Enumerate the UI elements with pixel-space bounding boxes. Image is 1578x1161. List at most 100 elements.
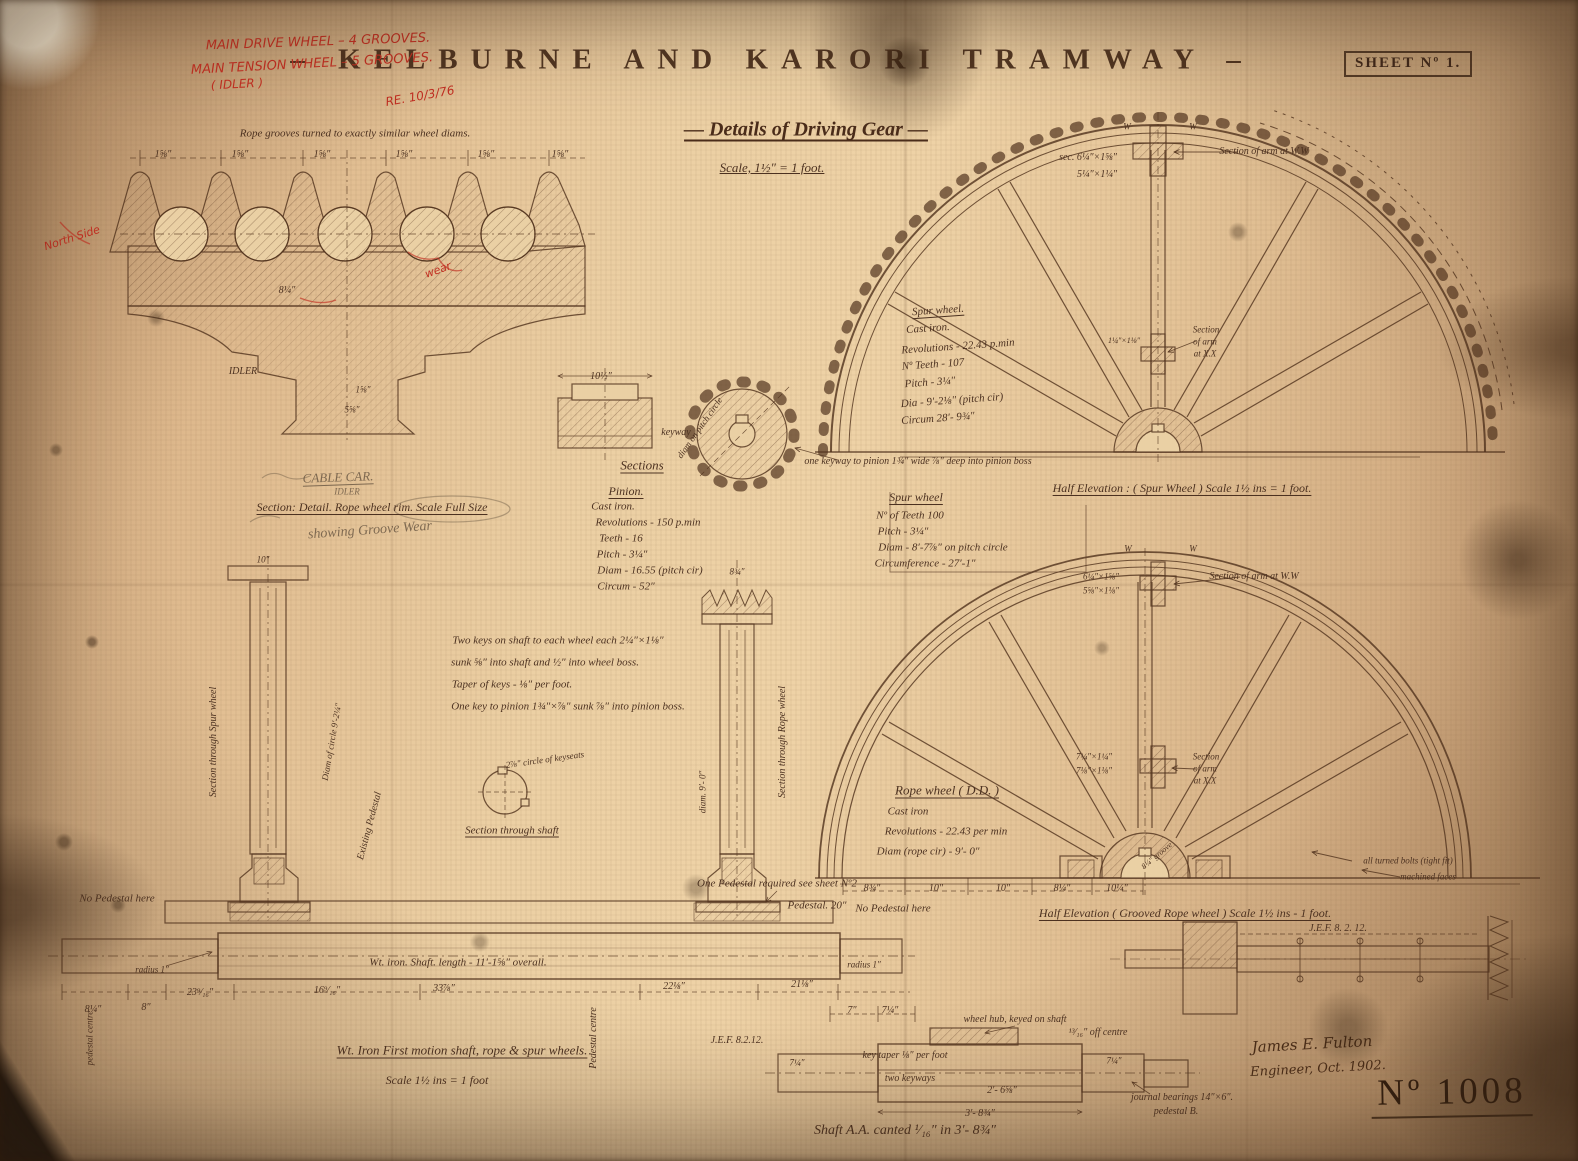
- caption-first-motion-scale: Scale 1½ ins = 1 foot: [385, 1073, 489, 1087]
- dim-radius-right: radius 1″: [847, 959, 881, 970]
- spur-data-rev: Revolutions - 22.43 p.min: [901, 336, 1015, 357]
- rope-xx-dim1: 7¼″×1¼″: [1075, 751, 1113, 762]
- label-pedestal-centre: Pedestal centre: [588, 1007, 599, 1069]
- rope-arm-ww-label: Section of arm at W.W: [1209, 571, 1299, 582]
- pencil-idler: IDLER: [334, 486, 360, 497]
- rope-arm-dim1: 6¼″×1⅝″: [1082, 571, 1120, 582]
- shaft-dim-4: 16⁹⁄₁₆″: [313, 985, 341, 996]
- shaft-dim-5: 33⅞″: [433, 983, 455, 994]
- note-turned-bolts: all turned bolts (tight fit): [1363, 855, 1453, 866]
- rope-xx-line1: Section: [1192, 751, 1220, 762]
- rope-data-diam: Diam (rope cir) - 9′- 0″: [876, 845, 980, 858]
- aa-key-taper: key taper ⅛″ per foot: [862, 1050, 948, 1061]
- rope-xx-dim2: 7⅛″×1⅛″: [1075, 765, 1113, 776]
- aa-dim-3-8: 3′- 8¾″: [965, 1108, 995, 1119]
- spur-arm-sec-dim1: sec. 6¼″×1⅝″: [1059, 152, 1117, 163]
- spur-data-dia: Dia - 9′-2⅛″ (pitch cir): [900, 390, 1004, 411]
- spur-arm-sec-dim2: 5¼″×1¼″: [1076, 169, 1118, 180]
- note-keys-3: Taper of keys - ⅛″ per foot.: [451, 678, 573, 691]
- dim-web-2: 5⅝″: [344, 404, 360, 415]
- caption-shaft-aa: Shaft A.A. canted ¹⁄₁₆″ in 3′- 8¾″: [814, 1123, 996, 1138]
- caption-shaft-section: Section through shaft: [465, 824, 559, 837]
- red-wear-note: wear: [423, 259, 453, 281]
- note-keys-1: Two keys on shaft to each wheel each 2¼″…: [452, 634, 664, 647]
- shaft-dim-6: 22⅛″: [663, 981, 685, 992]
- spur-data-pitch: Pitch - 3¼″: [904, 374, 956, 391]
- note-keyseats: 2⅞″ circle of keyseats: [505, 749, 585, 770]
- dim-web-1: 1⅝″: [355, 384, 371, 395]
- aa-dim-7q-top: 7¼″: [881, 1005, 899, 1016]
- spur-data-material: Cast iron.: [905, 320, 951, 337]
- spur-table-teeth: Nº of Teeth 100: [876, 509, 944, 522]
- aa-two-keyways: two keyways: [884, 1073, 936, 1084]
- dim-groove-pitch-3: 1⅝″: [313, 149, 331, 160]
- spur-w-left: W: [1123, 121, 1131, 132]
- rope-w-right: W: [1189, 543, 1197, 554]
- rope-xx-line3: at X.X: [1193, 775, 1217, 786]
- spur-xx-line3: at X.X: [1193, 348, 1217, 359]
- aa-dim-2-6: 2′- 6⅝″: [987, 1085, 1017, 1096]
- heading-sections: Sections: [620, 457, 664, 473]
- pinion-teeth: Teeth - 16: [599, 532, 643, 545]
- dim-rim-width: 8¼″: [278, 285, 296, 296]
- pinion-material: Cast iron.: [591, 500, 635, 513]
- shaft-dim-3: 23⁹⁄₁₆″: [186, 987, 214, 998]
- caption-rope-elev: Half Elevation ( Grooved Rope wheel ) Sc…: [1038, 906, 1332, 920]
- label-pedestal-centre-left: pedestal centre: [84, 1010, 95, 1066]
- col-rope-label: Section through Rope wheel: [777, 685, 788, 799]
- aa-dim-7: 7″: [847, 1005, 857, 1016]
- pinion-pitch: Pitch - 3¼″: [596, 548, 648, 561]
- spur-table-pitch: Pitch - 3¼″: [877, 525, 929, 538]
- col-rope-topdim: 8¾″: [729, 566, 745, 577]
- spur-data-circum: Circum 28′- 9¾″: [900, 409, 976, 428]
- dim-groove-pitch-5: 1⅝″: [477, 149, 495, 160]
- spur-data-teeth: Nº Teeth - 107: [901, 356, 965, 373]
- rope-w-left: W: [1124, 543, 1132, 554]
- rope-dim-1: 8¾″: [863, 883, 881, 894]
- note-one-pedestal: One Pedestal required see sheet Nº2: [697, 877, 857, 890]
- label-no-pedestal-right: No Pedestal here: [855, 902, 931, 915]
- spur-table-circ: Circumference - 27′-1″: [874, 557, 976, 570]
- label-idler: IDLER: [228, 366, 258, 377]
- dim-groove-pitch-1: 1⅝″: [154, 149, 172, 160]
- spur-xx-line1: Section: [1192, 324, 1220, 335]
- spur-xx-line2: of arm: [1193, 336, 1217, 347]
- aa-dim-7q-left: 7¼″: [789, 1057, 805, 1068]
- rope-xx-line2: of arm: [1193, 763, 1217, 774]
- spur-table-diam: Diam - 8′-7⅞″ on pitch circle: [878, 541, 1008, 554]
- shaft-dim-2: 8″: [141, 1002, 151, 1013]
- caption-first-motion: Wt. Iron First motion shaft, rope & spur…: [336, 1042, 588, 1058]
- rope-dim-2: 10″: [928, 883, 944, 894]
- spur-w-right: W: [1189, 121, 1197, 132]
- rope-hub-groove: 8¼″ groove: [1139, 840, 1174, 872]
- label-pedestal-20: Pedestal. 20″: [787, 899, 847, 912]
- pencil-groove-wear: showing Groove Wear: [307, 518, 433, 543]
- rope-data-material: Cast iron: [887, 805, 929, 818]
- dim-groove-pitch-6: 1⅝″: [551, 149, 569, 160]
- pinion-circum: Circum - 52″: [597, 580, 655, 593]
- col-spur-diam: Diam of circle 9′-2¼″: [319, 702, 344, 782]
- note-rope-grooves: Rope grooves turned to exactly similar w…: [239, 127, 471, 140]
- spur-arm-ww-label: Section of arm at W.W: [1219, 146, 1309, 157]
- rope-data-title: Rope wheel ( D.D. ): [895, 782, 999, 798]
- label-pedestal-b: pedestal B.: [1153, 1106, 1199, 1117]
- note-machined-faces: machined faces: [1400, 871, 1456, 882]
- spur-xx-dim: 1¼″×1⅛″: [1107, 336, 1141, 345]
- label-no-pedestal-left: No Pedestal here: [79, 892, 155, 905]
- shaft-dim-7: 21⅛″: [791, 979, 813, 990]
- label-journal-bearings: journal bearings 14″×6″.: [1130, 1092, 1234, 1103]
- col-spur-label: Section through Spur wheel: [208, 686, 219, 798]
- aa-hub-note: wheel hub, keyed on shaft: [963, 1014, 1067, 1025]
- pinion-diam: Diam - 16.55 (pitch cir): [597, 564, 703, 577]
- dim-bush-width: 10½″: [590, 371, 612, 382]
- rope-arm-dim2: 5⅝″×1⅛″: [1082, 585, 1120, 596]
- note-keys-2: sunk ⅝″ into shaft and ½″ into wheel bos…: [451, 656, 639, 669]
- spur-table-title: Spur wheel: [889, 490, 943, 504]
- dim-radius-left: radius 1″: [135, 964, 169, 975]
- rope-dim-5: 10¼″: [1106, 883, 1128, 894]
- label-existing-pedestal: Existing Pedestal: [355, 790, 384, 861]
- col-rope-diam: diam. 9′- 0″: [697, 770, 708, 814]
- pinion-revolutions: Revolutions - 150 p.min: [595, 516, 701, 529]
